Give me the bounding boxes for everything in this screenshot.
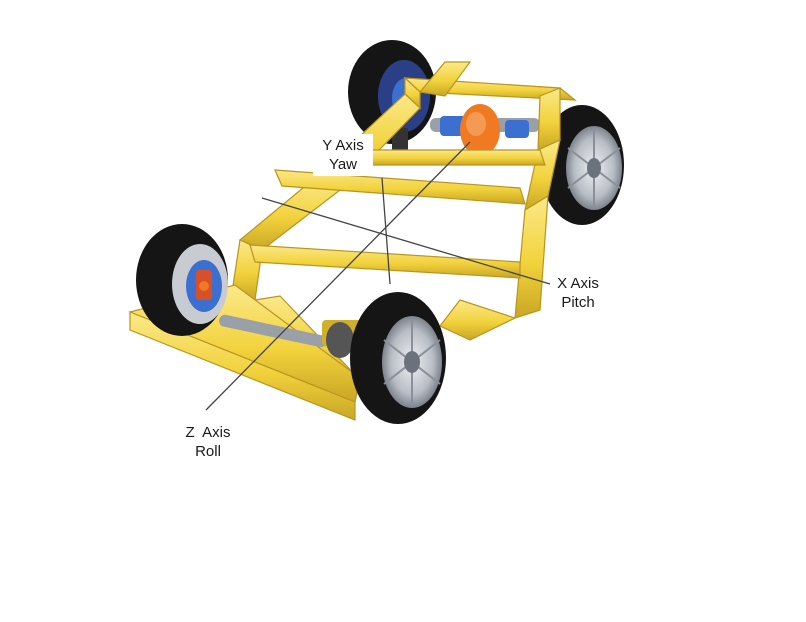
- front-drivetrain: [219, 314, 362, 358]
- wheel-rear-right: [540, 105, 624, 225]
- y-axis-motion: Yaw: [328, 156, 358, 173]
- y-axis-name: Y Axis: [322, 137, 364, 154]
- x-axis-name: X Axis: [557, 275, 599, 292]
- y-axis-label: Y Axis Yaw: [313, 134, 373, 176]
- wheel-front-right: [350, 292, 446, 424]
- axis-lines: [205, 141, 551, 411]
- z-axis-motion: Roll: [195, 443, 221, 460]
- z-axis-name: Z Axis: [185, 424, 231, 441]
- y-axis-line: [381, 177, 391, 285]
- x-axis-line: [261, 197, 551, 285]
- z-axis-line: [205, 141, 471, 411]
- x-axis-label: X Axis Pitch: [548, 274, 608, 312]
- wheel-front-left: [136, 224, 228, 336]
- x-axis-motion: Pitch: [561, 294, 595, 311]
- z-axis-label: Z Axis Roll: [176, 423, 240, 461]
